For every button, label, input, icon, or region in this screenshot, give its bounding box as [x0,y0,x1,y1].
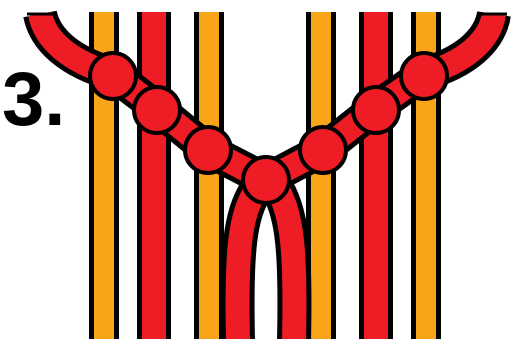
knot-icon [185,127,231,173]
knot-icon [401,53,447,99]
knot-icon [243,157,289,203]
knot-icon [134,87,180,133]
knot-icon [90,53,136,99]
knot-icon [353,87,399,133]
knot-icon [300,127,346,173]
hanging-tails [238,190,295,341]
